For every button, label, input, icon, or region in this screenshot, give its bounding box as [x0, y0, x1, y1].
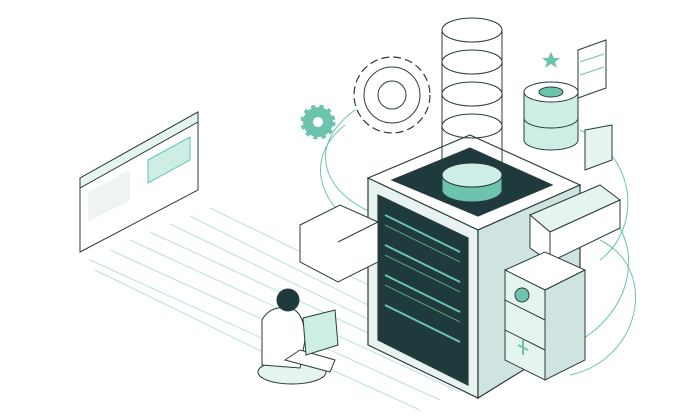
- storage-unit: [503, 251, 587, 381]
- data-stack: [441, 17, 503, 203]
- database-icon: [523, 81, 579, 151]
- small-gear-icon: [300, 104, 336, 140]
- gear-icon: [353, 56, 431, 134]
- list-panel-icon: [577, 39, 607, 99]
- drawer-panel: [299, 204, 379, 283]
- star-icon: [542, 52, 560, 68]
- side-module: [529, 124, 621, 263]
- person-with-laptop: [257, 288, 339, 385]
- browser-window-icon: [79, 111, 199, 253]
